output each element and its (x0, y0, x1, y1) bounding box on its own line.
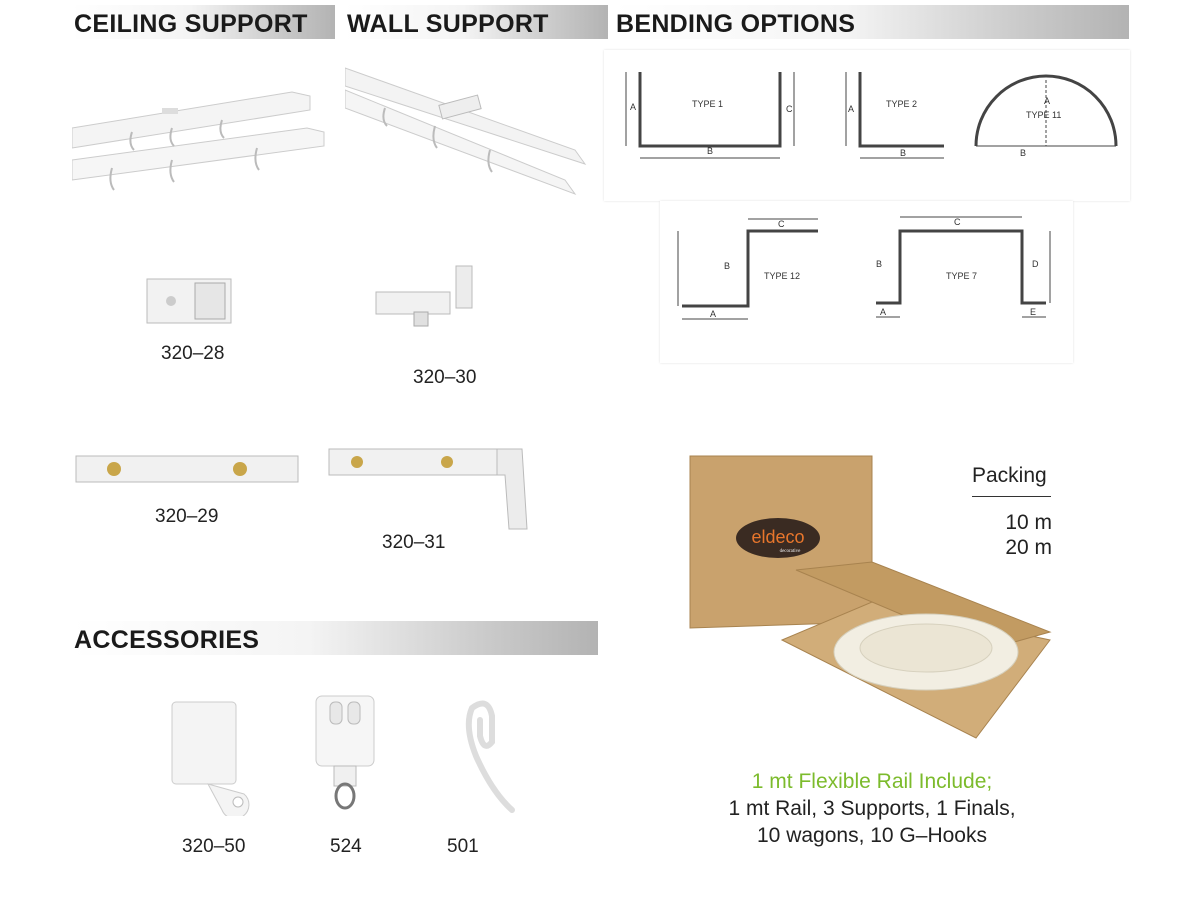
bend-type-12 (677, 218, 818, 320)
type-11-label: TYPE 11 (1026, 110, 1061, 120)
type-11-dim-b: B (1020, 148, 1026, 158)
ceiling-rail-image (72, 91, 325, 191)
wall-support-title: WALL SUPPORT (347, 10, 549, 38)
product-code-524: 524 (330, 836, 362, 857)
packing-size-20m: 20 m (1005, 536, 1052, 559)
bend-type-2 (845, 72, 944, 159)
product-code-320-30: 320–30 (413, 367, 477, 388)
include-line-1: 1 mt Rail, 3 Supports, 1 Finals, (728, 797, 1016, 820)
bracket-320-29-image (75, 455, 299, 483)
product-code-320-29: 320–29 (155, 506, 219, 527)
hook-501-image (465, 700, 515, 813)
ceiling-support-title: CEILING SUPPORT (74, 10, 308, 38)
bracket-320-28-image (146, 278, 232, 324)
packing-box-image: eldeco decorative (689, 455, 1052, 739)
type-1-dim-c: C (786, 104, 793, 114)
bending-options-title: BENDING OPTIONS (616, 10, 856, 38)
type-12-dim-a: A (710, 309, 716, 319)
wagon-524-image (315, 695, 375, 810)
type-12-dim-b: B (724, 261, 730, 271)
type-2-dim-b: B (900, 148, 906, 158)
accessories-header: ACCESSORIES (72, 621, 598, 655)
type-1-dim-a: A (630, 102, 636, 112)
product-code-320-28: 320–28 (161, 343, 225, 364)
product-code-501: 501 (447, 836, 479, 857)
wall-support-header: WALL SUPPORT (345, 5, 608, 39)
include-info: 1 mt Flexible Rail Include; 1 mt Rail, 3… (672, 768, 1072, 849)
type-12-dim-c: C (778, 219, 785, 229)
packing-title: Packing (972, 464, 1047, 487)
type-7-dim-e: E (1030, 307, 1036, 317)
glider-320-50-image (171, 701, 250, 816)
box-sub: decorative (780, 549, 802, 554)
type-12-label: TYPE 12 (764, 271, 800, 281)
bending-diagrams-upper: TYPE 1 A B C TYPE 2 A B TYPE 11 A B (604, 50, 1130, 201)
bracket-320-31-image (328, 448, 528, 530)
packing-divider (972, 496, 1051, 497)
type-2-label: TYPE 2 (886, 99, 917, 109)
bending-diagrams-lower: TYPE 12 A B C TYPE 7 A B C D E (660, 201, 1073, 363)
ceiling-support-header: CEILING SUPPORT (72, 5, 335, 39)
bend-type-11 (974, 74, 1118, 147)
type-7-dim-d: D (1032, 259, 1039, 269)
include-headline: 1 mt Flexible Rail Include; (751, 770, 993, 793)
type-1-dim-b: B (707, 146, 713, 156)
type-2-dim-a: A (848, 104, 854, 114)
type-7-dim-b: B (876, 259, 882, 269)
type-1-label: TYPE 1 (692, 99, 723, 109)
product-code-320-31: 320–31 (382, 532, 446, 553)
bending-options-header: BENDING OPTIONS (614, 5, 1129, 39)
box-brand: eldeco (751, 527, 804, 547)
include-line-2: 10 wagons, 10 G–Hooks (757, 824, 987, 847)
type-7-dim-a: A (880, 307, 886, 317)
bracket-320-30-image (375, 265, 473, 327)
type-7-label: TYPE 7 (946, 271, 977, 281)
type-11-dim-a: A (1044, 96, 1050, 106)
accessories-title: ACCESSORIES (74, 626, 260, 654)
packing-size-10m: 10 m (1005, 511, 1052, 534)
bend-type-7 (876, 216, 1051, 318)
wall-rail-image (345, 67, 587, 196)
bend-type-1 (625, 72, 795, 159)
type-7-dim-c: C (954, 217, 961, 227)
product-code-320-50: 320–50 (182, 836, 246, 857)
